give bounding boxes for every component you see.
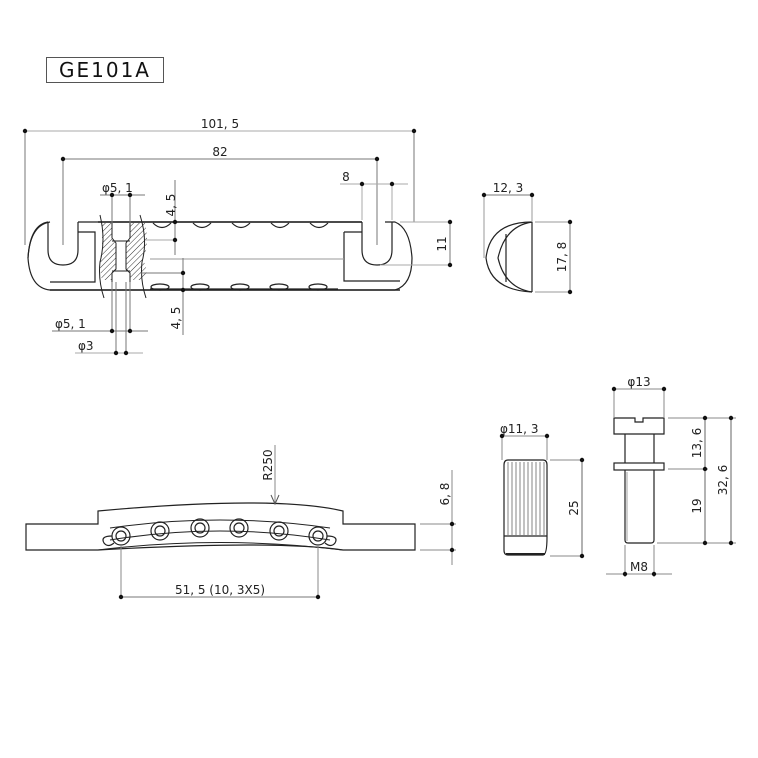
dim-slot-depth: 11 [435, 236, 449, 251]
dim-end-width: 12, 3 [493, 181, 524, 195]
dim-hole-bottom-dia: φ5, 1 [55, 317, 86, 331]
front-view [25, 502, 416, 551]
dim-saddle-spacing: 51, 5 (10, 3X5) [175, 583, 265, 597]
thumbwheel-dimensions [499, 433, 585, 559]
dim-overall-length: 101, 5 [201, 117, 239, 131]
dim-hole-top-dia: φ5, 1 [102, 181, 133, 195]
dim-stud-spacing: 82 [212, 145, 227, 159]
top-view [27, 221, 413, 291]
dim-upper-offset: 4, 5 [164, 194, 178, 217]
dim-stud-thread: M8 [630, 560, 648, 574]
dim-thumbwheel-length: 25 [567, 500, 581, 515]
stud-dimensions [606, 386, 736, 577]
end-view-dimensions [481, 192, 573, 295]
dim-stud-head-diameter: φ13 [627, 375, 650, 389]
dim-stud-head-height: 13, 6 [690, 428, 704, 459]
front-view-dimensions [118, 445, 456, 600]
dim-hole-thru-dia: φ3 [78, 339, 94, 353]
stud-drawing [613, 417, 665, 544]
dim-lower-offset: 4, 5 [169, 307, 183, 330]
dim-front-height: 6, 8 [438, 483, 452, 506]
dim-radius: R250 [261, 449, 275, 480]
dim-slot-width: 8 [342, 170, 350, 184]
section-cut [99, 214, 148, 299]
top-view-dimensions [22, 128, 453, 356]
dim-stud-overall-length: 32, 6 [716, 465, 730, 496]
thumbwheel-drawing [503, 459, 548, 556]
dim-stud-thread-length: 19 [690, 498, 704, 513]
end-view [485, 221, 533, 293]
part-number-title: GE101A [46, 57, 164, 83]
dim-end-height: 17, 8 [555, 242, 569, 273]
dim-thumbwheel-diameter: φ11, 3 [500, 422, 538, 436]
